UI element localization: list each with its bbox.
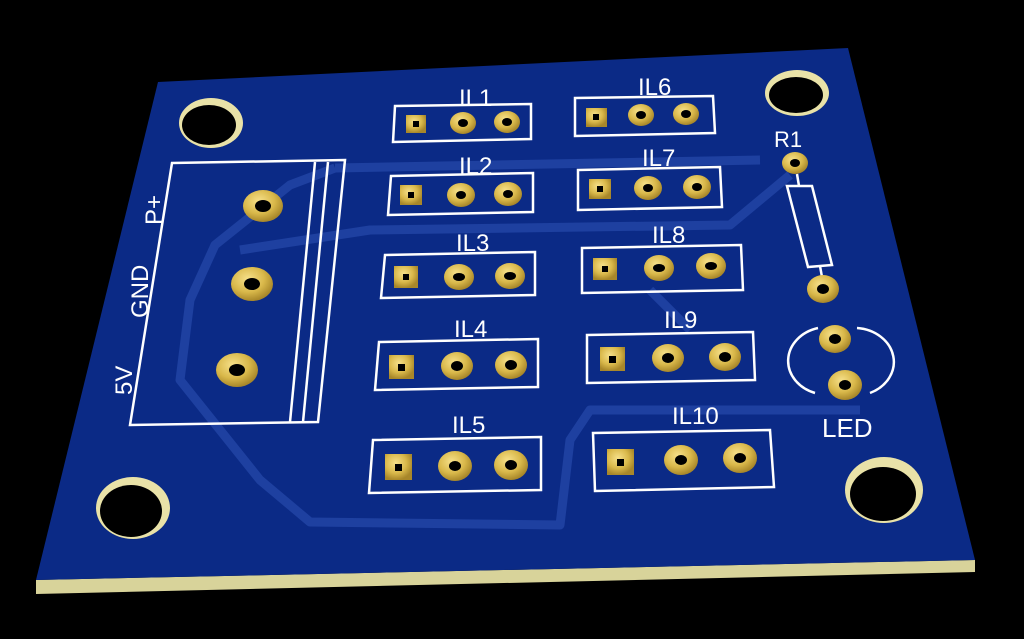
label-r1: R1 — [774, 127, 802, 152]
label-il10: IL10 — [672, 403, 719, 430]
connector-il8: IL8 — [580, 222, 745, 295]
mounting-holes — [96, 70, 923, 539]
label-il1: IL1 — [459, 85, 492, 112]
copper-traces — [175, 155, 860, 530]
label-led: LED — [822, 413, 873, 443]
connector-il4: IL4 — [373, 316, 540, 392]
connector-il3: IL3 — [379, 230, 537, 300]
label-il4: IL4 — [454, 316, 487, 343]
label-il8: IL8 — [652, 222, 685, 249]
terminal-block-outline — [128, 158, 347, 427]
label-il5: IL5 — [452, 412, 485, 439]
label-il9: IL9 — [664, 307, 697, 334]
connector-il10: IL10 — [591, 403, 776, 493]
connector-il9: IL9 — [585, 307, 757, 385]
connector-il5: IL5 — [367, 412, 543, 495]
resistor-r1: R1 — [774, 127, 839, 303]
connector-il1: IL1 — [391, 85, 533, 144]
board-edge — [36, 560, 975, 594]
label-il2: IL2 — [459, 153, 492, 180]
label-p-plus: P+ — [141, 195, 168, 225]
label-gnd: GND — [127, 265, 154, 318]
terminal-pads — [216, 190, 283, 387]
connector-il6: IL6 — [573, 74, 717, 138]
led-footprint: LED — [786, 325, 896, 443]
connector-il7: IL7 — [576, 145, 724, 212]
connector-il2: IL2 — [386, 153, 535, 217]
label-5v: 5V — [111, 366, 138, 395]
